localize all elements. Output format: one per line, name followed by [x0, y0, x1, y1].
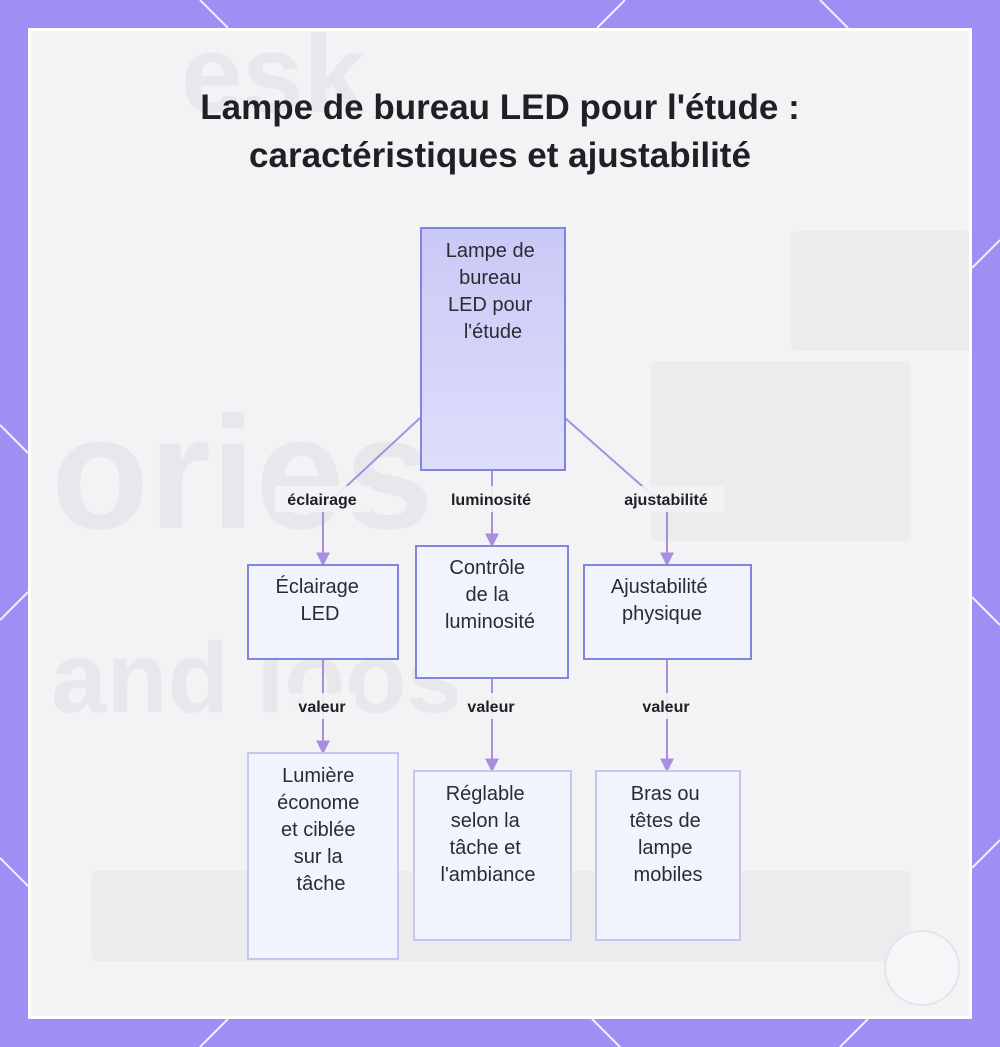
edge-label-valeur-2: valeur	[467, 699, 514, 716]
node-controle-line: Contrôle	[449, 557, 525, 579]
node-ajustabilite-physique: Ajustabilité physique	[584, 565, 751, 659]
edge-label-luminosite: luminosité	[451, 492, 531, 509]
edge-label-valeur-1: valeur	[298, 699, 345, 716]
node-controle-luminosite: Contrôle de la luminosité	[416, 546, 568, 678]
edge-label-valeur-3: valeur	[642, 699, 689, 716]
node-lumiere-econome: Lumière économe et ciblée sur la tâche	[248, 753, 398, 959]
node-reglable-line: tâche et	[450, 837, 522, 859]
node-controle-line: de la	[466, 584, 510, 606]
node-root-line: l'étude	[464, 321, 522, 343]
node-root-line: Lampe de	[446, 240, 535, 262]
node-bras: Bras ou têtes de lampe mobiles	[596, 771, 740, 940]
node-lumiere-line: et ciblée	[281, 819, 356, 841]
node-root-line: bureau	[459, 267, 521, 289]
node-ajustabilite-line: physique	[622, 603, 702, 625]
node-reglable-line: Réglable	[446, 783, 525, 805]
node-reglable-line: selon la	[451, 810, 521, 832]
watermark-logo-icon	[884, 930, 960, 1006]
node-ajustabilite-line: Ajustabilité	[611, 576, 708, 598]
node-controle-line: luminosité	[445, 611, 535, 633]
node-eclairage-line: LED	[301, 603, 340, 625]
node-bras-line: mobiles	[634, 864, 703, 886]
edge-label-eclairage: éclairage	[287, 492, 356, 509]
edge-label-ajustabilite: ajustabilité	[624, 492, 708, 509]
node-lumiere-line: Lumière	[282, 765, 354, 787]
node-reglable: Réglable selon la tâche et l'ambiance	[414, 771, 571, 940]
node-root: Lampe de bureau LED pour l'étude	[421, 228, 565, 470]
node-reglable-line: l'ambiance	[441, 864, 536, 886]
node-bras-line: têtes de	[630, 810, 701, 832]
node-bras-line: lampe	[638, 837, 692, 859]
node-eclairage-led: Éclairage LED	[248, 565, 398, 659]
node-lumiere-line: sur la	[294, 846, 344, 868]
node-lumiere-line: économe	[277, 792, 359, 814]
node-lumiere-line: tâche	[297, 873, 346, 895]
node-root-line: LED pour	[448, 294, 533, 316]
node-eclairage-line: Éclairage	[276, 575, 359, 598]
node-bras-line: Bras ou	[631, 783, 700, 805]
